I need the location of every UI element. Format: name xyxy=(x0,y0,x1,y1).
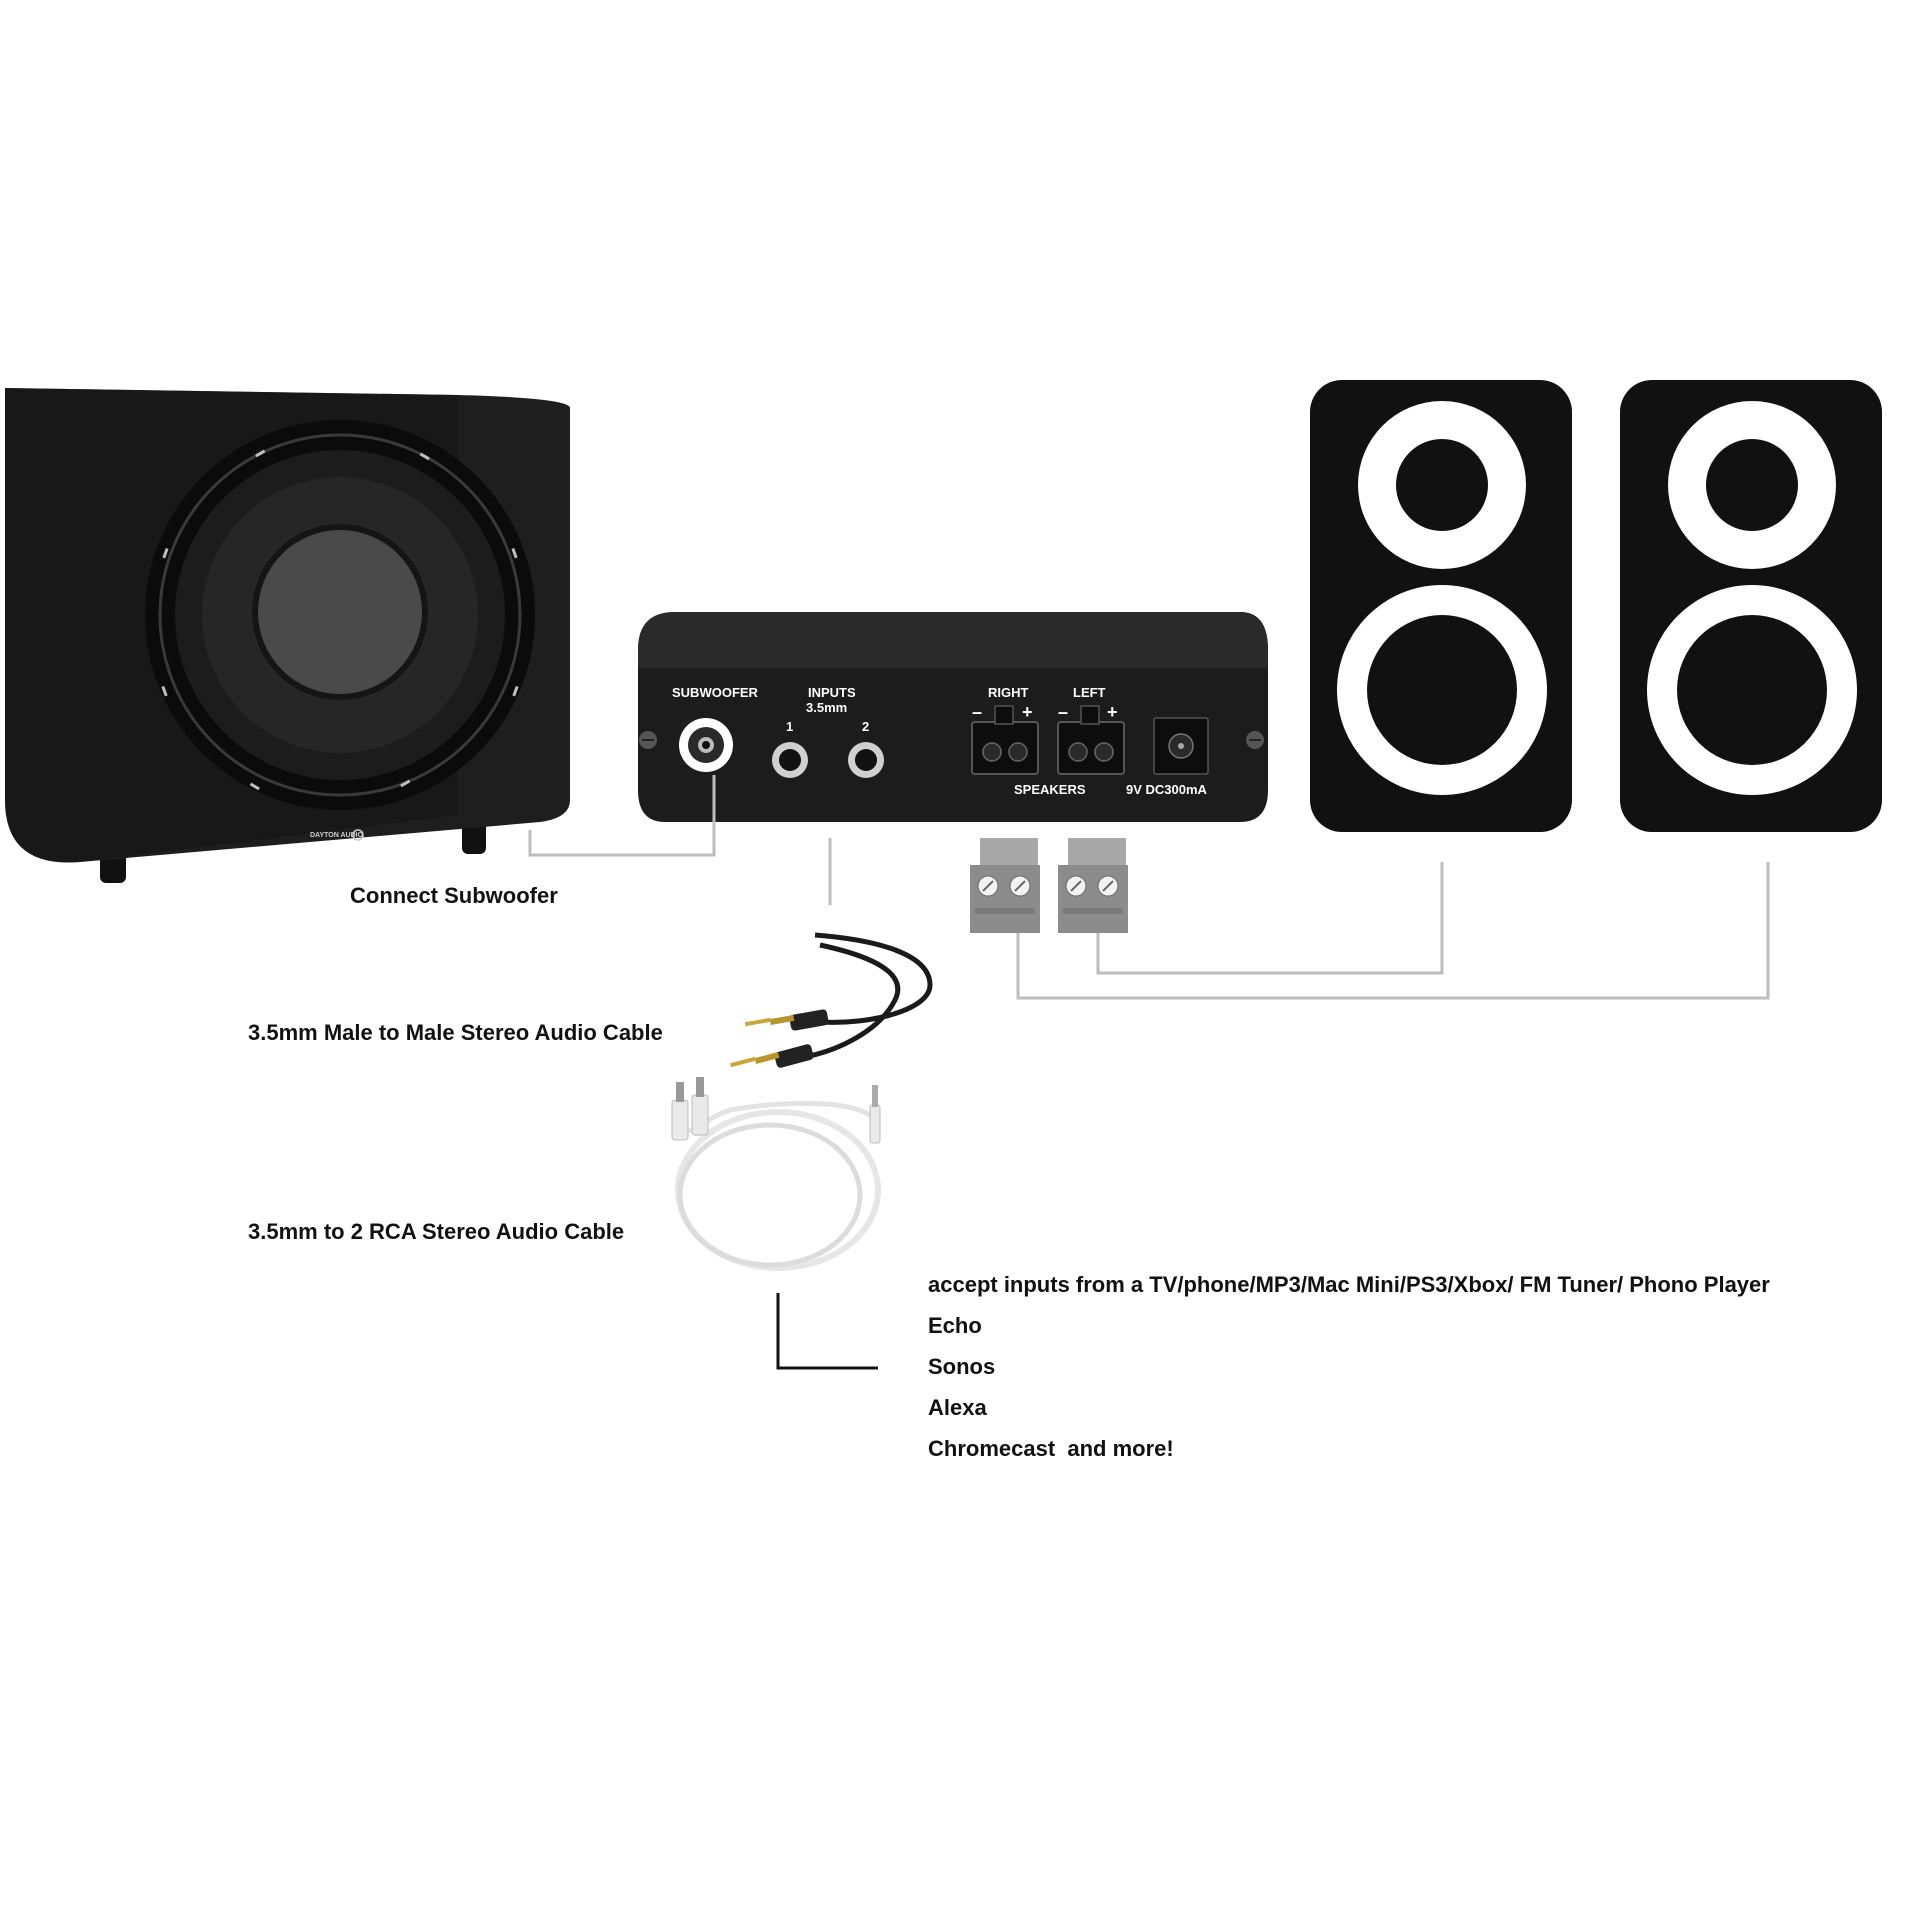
male-to-male-cable-label: 3.5mm Male to Male Stereo Audio Cable xyxy=(248,1020,663,1045)
amplifier-top-edge xyxy=(638,612,1268,668)
left-minus-sign: – xyxy=(1058,702,1068,722)
subwoofer-caption: Connect Subwoofer xyxy=(350,883,558,908)
subwoofer-output-label: SUBWOOFER xyxy=(672,685,759,700)
woofer-frame-ring xyxy=(158,433,522,797)
woofer-dust-cap xyxy=(255,527,425,697)
right-minus-sign: – xyxy=(972,702,982,722)
right-channel-label: RIGHT xyxy=(988,685,1029,700)
male-to-male-cable-icon xyxy=(729,932,933,1068)
right-speaker-connection-line xyxy=(1096,862,1444,975)
left-plus-sign: + xyxy=(1107,702,1118,722)
right-plus-sign: + xyxy=(1022,702,1033,722)
left-speaker-plug xyxy=(1058,838,1128,933)
woofer-frame-marks xyxy=(161,449,519,791)
input-1-number: 1 xyxy=(786,719,793,734)
subwoofer: DAYTON AUDIO xyxy=(5,388,570,883)
inputs-label: INPUTS xyxy=(808,685,856,700)
amplifier: SUBWOOFER INPUTS 3.5mm 1 2 RIGHT LEFT – … xyxy=(638,612,1268,822)
brand-logo-icon xyxy=(352,829,364,841)
rca-cable-icon xyxy=(671,1077,881,1271)
source-item: accept inputs from a TV/phone/MP3/Mac Mi… xyxy=(928,1272,1770,1297)
right-speaker-terminal xyxy=(971,705,1039,775)
power-label: 9V DC300mA xyxy=(1126,782,1208,797)
source-item-sonos: Sonos xyxy=(928,1354,995,1379)
source-item-echo: Echo xyxy=(928,1313,982,1338)
left-speaker-connection-line xyxy=(1016,862,1770,1000)
speaker-right-icon xyxy=(1310,380,1572,832)
speaker-left-icon xyxy=(1620,380,1882,832)
subwoofer-brand: DAYTON AUDIO xyxy=(310,832,364,839)
source-bracket-line xyxy=(776,1293,878,1370)
connection-lines xyxy=(528,775,1770,1000)
right-speaker-plug xyxy=(970,838,1040,933)
source-item-chromecast: Chromecast and more! xyxy=(928,1436,1174,1461)
left-speaker-terminal xyxy=(1057,705,1125,775)
speakers-label: SPEAKERS xyxy=(1014,782,1086,797)
input-2-number: 2 xyxy=(862,719,869,734)
subwoofer-connection-line xyxy=(528,775,716,857)
rca-cable-label: 3.5mm to 2 RCA Stereo Audio Cable xyxy=(248,1219,624,1244)
source-item-alexa: Alexa xyxy=(928,1395,987,1420)
left-channel-label: LEFT xyxy=(1073,685,1106,700)
inputs-size-label: 3.5mm xyxy=(806,700,847,715)
sources-list: accept inputs from a TV/phone/MP3/Mac Mi… xyxy=(928,1272,1770,1461)
